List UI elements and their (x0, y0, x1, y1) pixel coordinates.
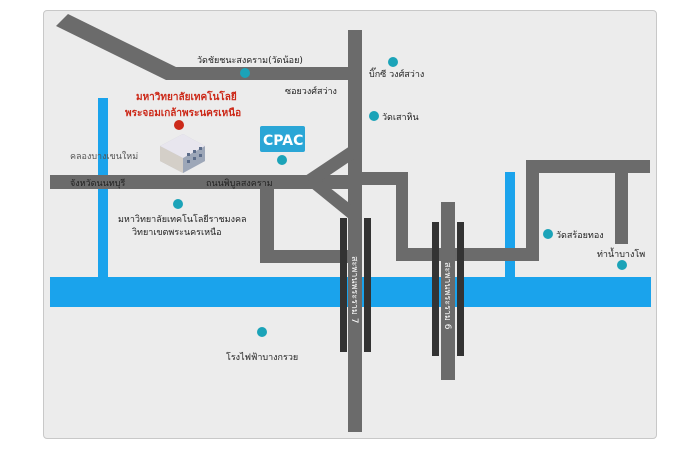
label-wat-chaichana: วัดชัยชนะสงคราม(วัดน้อย) (197, 55, 303, 66)
label-tha-nam-bang-pho: ท่าน้ำบางโพ (597, 247, 645, 260)
label-university-line2: พระจอมเกล้าพระนครเหนือ (125, 107, 241, 119)
marker-wat-soi-thong[interactable] (543, 229, 553, 239)
road-far-right-top (526, 160, 650, 173)
label-rmutsb-line2: วิทยาเขตพระนครเหนือ (132, 227, 222, 238)
bridge-rama-6-label: สะพานพระราม 6 (442, 262, 452, 330)
label-canal: คลองบางเขนใหม่ (70, 151, 138, 162)
marker-cpac[interactable] (277, 155, 287, 165)
marker-rmutsb[interactable] (173, 199, 183, 209)
road-far-right-vertical (526, 160, 539, 261)
road-network (50, 14, 650, 432)
road-right-vertical (396, 172, 408, 257)
road-rama-6 (441, 202, 455, 380)
label-nonthaburi: จังหวัดนนทบุรี (70, 178, 125, 189)
label-university-line1: มหาวิทยาลัยเทคโนโลยี (136, 90, 237, 103)
label-rmutsb-line1: มหาวิทยาลัยเทคโนโลยีราชมงคล (118, 214, 247, 225)
road-far-right-spur (615, 160, 628, 244)
label-power-plant: โรงไฟฟ้าบางกรวย (226, 352, 298, 363)
road-right-horizontal (396, 248, 538, 261)
marker-tha-nam-bang-pho[interactable] (617, 260, 627, 270)
marker-bigc[interactable] (388, 57, 398, 67)
bridge-rama-6: สะพานพระราม 6 (432, 222, 464, 356)
canal-right (505, 172, 515, 278)
road-loop-bottom (260, 250, 355, 263)
road-diagonal-ne (305, 146, 358, 185)
road-diagonal-se (305, 176, 358, 218)
marker-university-highlight[interactable] (174, 120, 184, 130)
label-bigc: บิ๊กซี วงศ์สว่าง (369, 67, 424, 80)
bridge-rama-6-rail-left (432, 222, 439, 356)
cpac-logo-text: CPAC (263, 133, 303, 149)
bridge-rama-7-rail-left (340, 218, 347, 352)
label-wat-soi-thong: วัดสร้อยทอง (556, 230, 604, 241)
label-soi-wongsawang: ซอยวงศ์สว่าง (285, 85, 337, 97)
marker-wat-chaichana[interactable] (240, 68, 250, 78)
road-phibun-songkhram (50, 175, 350, 189)
bridge-rama-7: สะพานพระราม 7 (340, 218, 371, 352)
bridge-rama-6-rail-right (457, 222, 464, 356)
university-building-icon (160, 134, 205, 173)
bridge-rama-7-label: สะพานพระราม 7 (349, 256, 359, 323)
road-wat-noi (166, 67, 362, 80)
bridge-rama-7-rail-right (364, 218, 371, 352)
label-phibun-road: ถนนพิบูลสงคราม (206, 178, 273, 189)
marker-wat-sao-hin[interactable] (369, 111, 379, 121)
road-loop-left-vertical (260, 183, 274, 263)
road-soi-wongsawang (348, 30, 362, 432)
label-wat-sao-hin: วัดเสาหิน (382, 112, 419, 123)
marker-power-plant[interactable] (257, 327, 267, 337)
road-diagonal-northwest (56, 14, 178, 80)
cpac-logo[interactable]: CPAC (260, 126, 305, 152)
